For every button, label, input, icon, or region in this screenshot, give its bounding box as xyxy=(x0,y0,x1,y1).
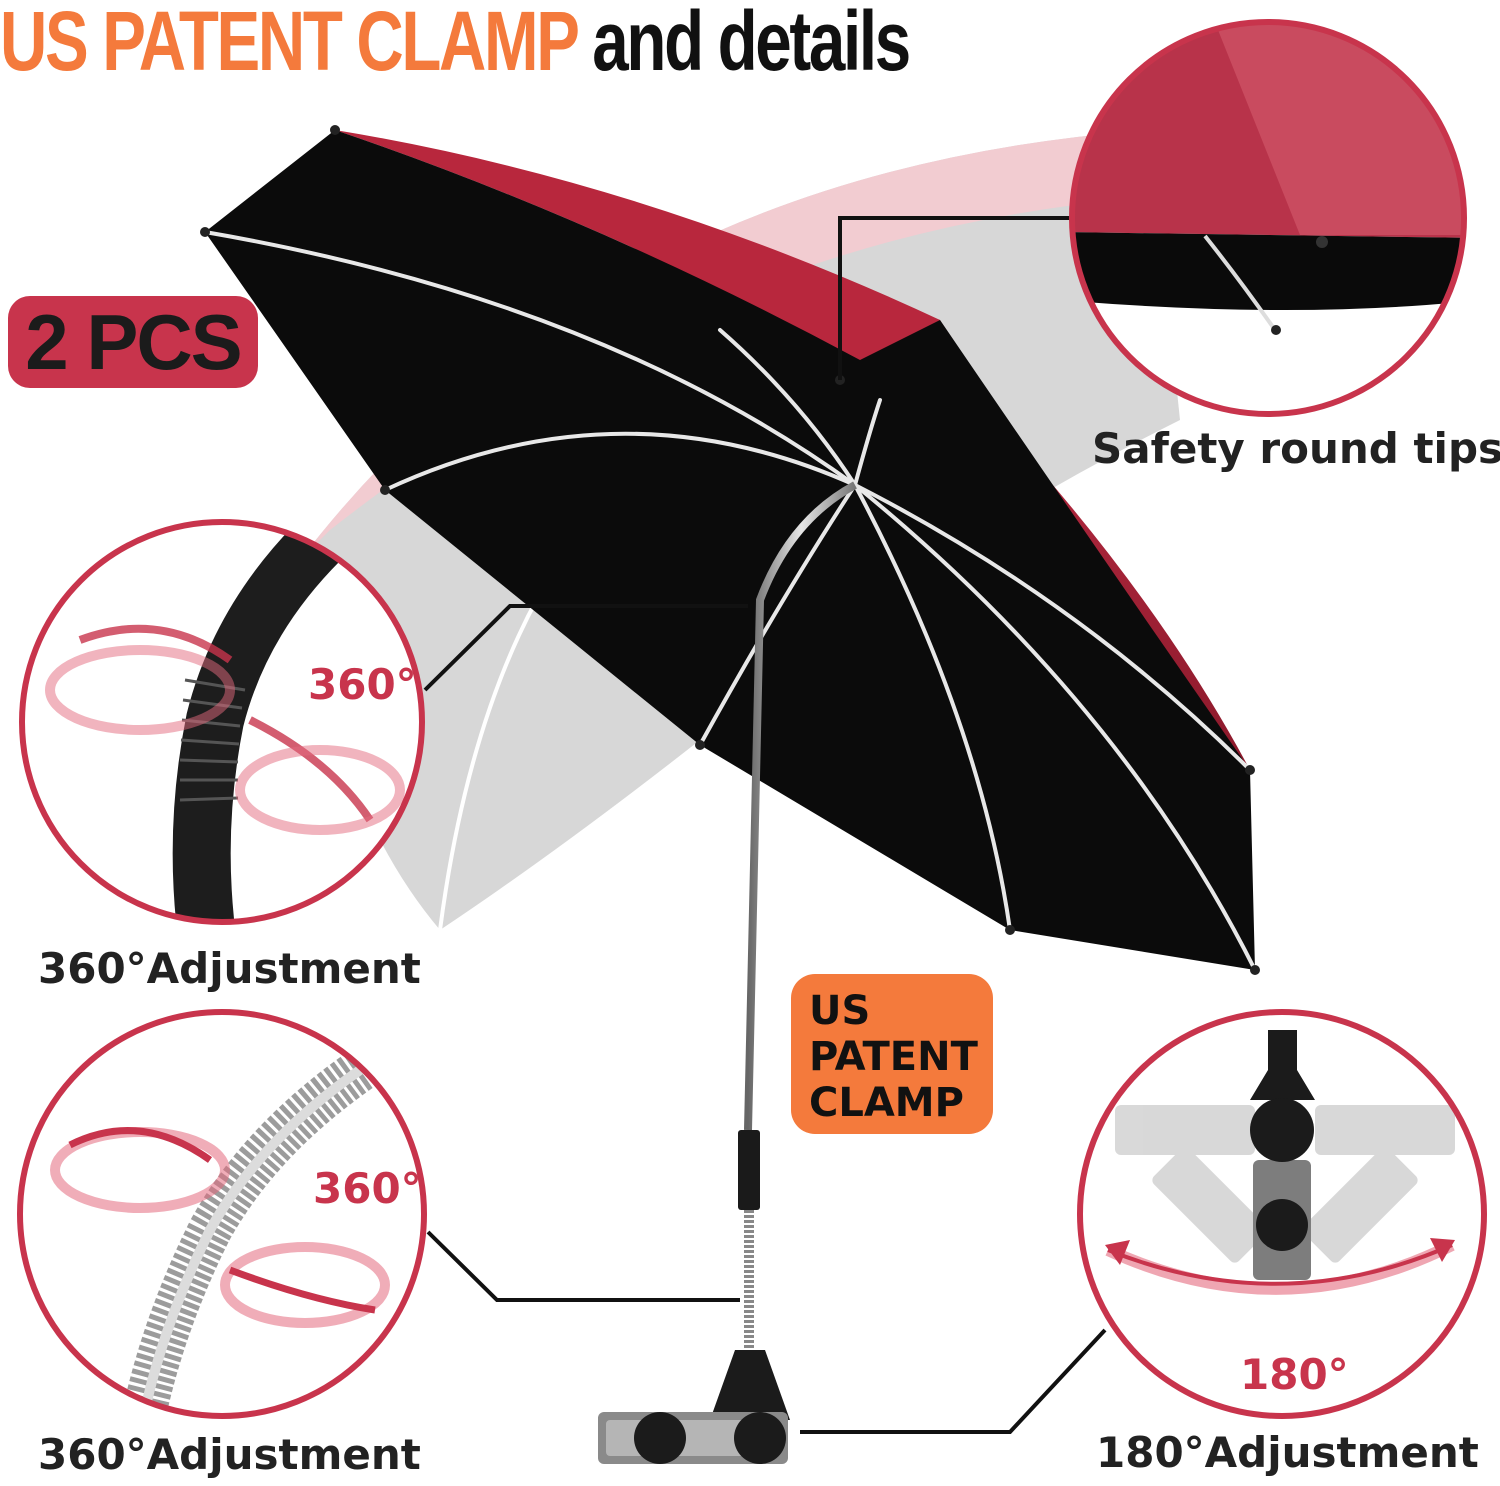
spring-degree-label: 360° xyxy=(313,1164,422,1213)
joint-caption: 360°Adjustment xyxy=(38,944,421,993)
patent-badge-line-1: US xyxy=(809,988,871,1034)
patent-badge-line-2: PATENT xyxy=(809,1034,978,1080)
patent-badge-line-3: CLAMP xyxy=(809,1080,964,1126)
spring-caption: 360°Adjustment xyxy=(38,1430,421,1479)
quantity-badge: 2 PCS xyxy=(8,296,258,388)
title-accent: US PATENT CLAMP xyxy=(0,0,579,88)
umbrella-canopy xyxy=(200,125,1260,975)
clamp-degree-label: 180° xyxy=(1240,1350,1349,1399)
spring-detail-circle xyxy=(17,1009,427,1419)
umbrella-pole xyxy=(598,481,857,1464)
tips-caption: Safety round tips xyxy=(1092,424,1500,473)
connector-lines xyxy=(423,216,1107,1434)
joint-detail-circle xyxy=(19,519,425,925)
joint-degree-label: 360° xyxy=(308,660,417,709)
patent-badge: US PATENT CLAMP xyxy=(791,974,993,1134)
clamp-detail-circle xyxy=(1077,1009,1487,1419)
page-title: US PATENT CLAMP and details xyxy=(0,0,911,90)
title-rest: and details xyxy=(592,0,911,88)
clamp-caption: 180°Adjustment xyxy=(1096,1428,1479,1477)
